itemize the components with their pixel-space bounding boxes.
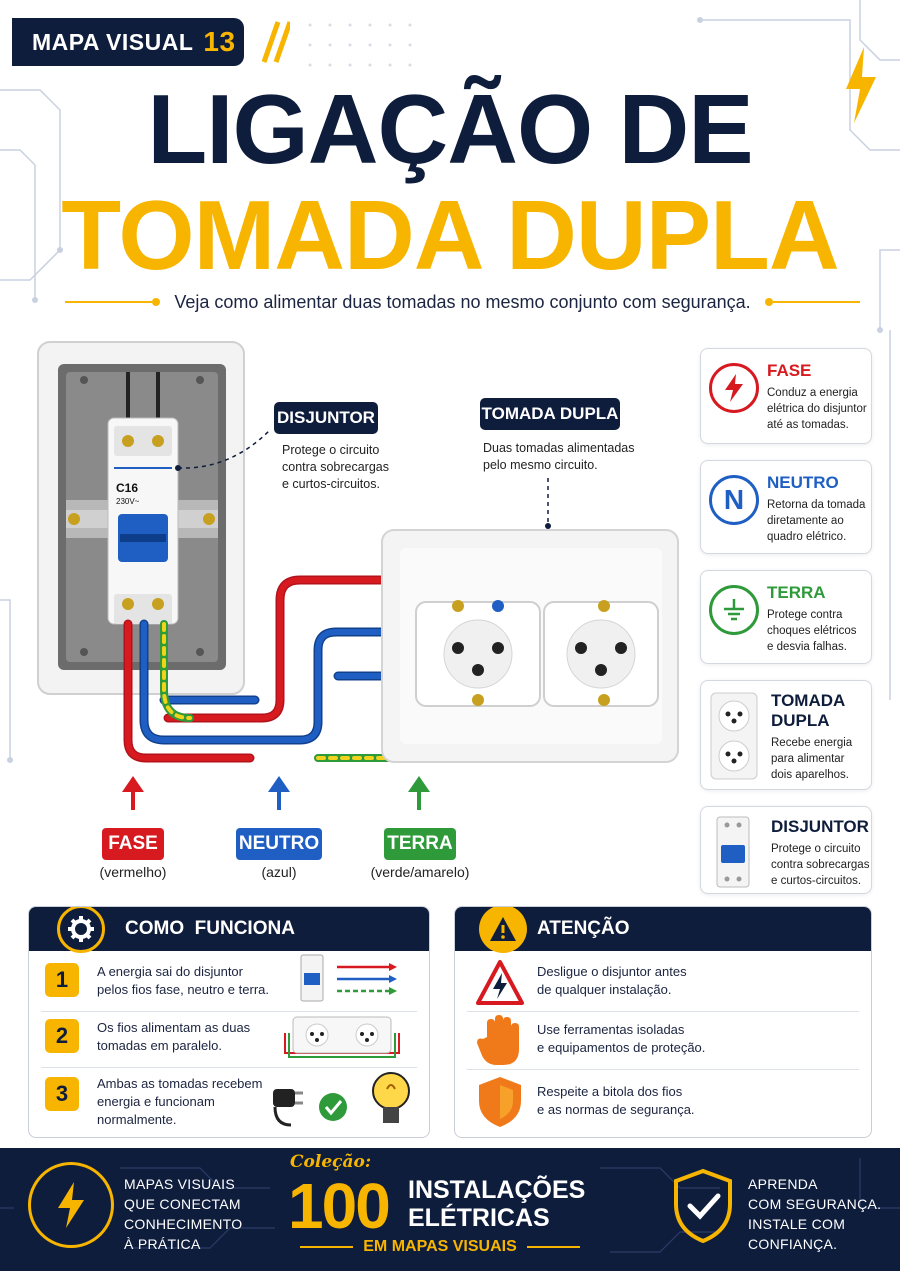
como-funciona-header: COMO FUNCIONA bbox=[29, 907, 429, 953]
atencao-header: ATENÇÃO bbox=[455, 907, 871, 953]
wire-label-fase: FASE bbox=[102, 828, 164, 860]
ground-icon bbox=[709, 585, 759, 635]
plug-check-bulb-icon bbox=[273, 1072, 410, 1127]
disjuntor-callout-text: Protege o circuito contra sobrecargas e … bbox=[282, 443, 390, 491]
footer-colecao: Coleção: bbox=[290, 1152, 372, 1172]
neutral-n-icon: N bbox=[709, 475, 759, 525]
wire-sub-fase: (vermelho) bbox=[99, 864, 167, 880]
breaker-voltage: 230V~ bbox=[116, 497, 140, 506]
mapa-visual-badge: MAPA VISUAL 13 bbox=[12, 18, 244, 66]
wire-label-terra: TERRA bbox=[384, 828, 456, 860]
footer-circuit-decoration bbox=[0, 1158, 900, 1253]
disjuntor-callout-title: DISJUNTOR bbox=[274, 402, 378, 434]
page-title-line1: LIGAÇÃO DE bbox=[147, 74, 753, 184]
breaker-model: C16 bbox=[116, 481, 138, 495]
legend-title: DISJUNTOR bbox=[771, 817, 869, 836]
legend-title: FASE bbox=[767, 361, 812, 380]
como-funciona-panel: COMO FUNCIONA 1 A energia sai do disjunt… bbox=[28, 906, 430, 1138]
breaker-icon bbox=[716, 816, 750, 888]
step-number-1: 1 bbox=[45, 963, 79, 997]
lightning-icon bbox=[709, 363, 759, 413]
footer-shield-check-icon bbox=[674, 1168, 732, 1244]
parallel-sockets-icon bbox=[284, 1016, 400, 1058]
legend-title: NEUTRO bbox=[767, 473, 839, 492]
double-socket-icon bbox=[710, 692, 758, 780]
warning-shock-icon bbox=[476, 960, 524, 1005]
badge-label: MAPA VISUAL bbox=[32, 28, 194, 55]
wiring-diagram: C16 230V~ bbox=[37, 341, 679, 810]
wire-arrows bbox=[122, 776, 430, 810]
como-funciona-title: COMO FUNCIONA bbox=[125, 918, 295, 939]
slash-decoration bbox=[261, 21, 290, 63]
atencao-title: ATENÇÃO bbox=[537, 918, 630, 939]
subtitle-text: Veja como alimentar duas tomadas no mesm… bbox=[174, 291, 751, 312]
shield-icon bbox=[479, 1077, 521, 1127]
wire-sub-terra: (verde/amarelo) bbox=[370, 864, 470, 880]
tomada-callout-text: Duas tomadas alimentadas pelo mesmo circ… bbox=[483, 441, 635, 472]
tomada-callout-title: TOMADA DUPLA bbox=[480, 398, 620, 430]
page-title-line2: TOMADA DUPLA bbox=[61, 180, 839, 290]
footer-subtitle: EM MAPAS VISUAIS bbox=[363, 1238, 517, 1255]
gear-icon bbox=[57, 907, 105, 953]
electrical-panel bbox=[37, 341, 245, 695]
wire-label-neutro: NEUTRO bbox=[236, 828, 322, 860]
footer-big-number: 100 bbox=[288, 1170, 391, 1242]
badge-number: 13 bbox=[203, 26, 236, 57]
double-socket bbox=[381, 529, 679, 763]
step-number-3: 3 bbox=[45, 1077, 79, 1111]
footer-subtitle-row: EM MAPAS VISUAIS bbox=[300, 1238, 580, 1256]
wire-sub-neutro: (azul) bbox=[261, 864, 297, 880]
footer-lightning-icon bbox=[28, 1162, 114, 1248]
warning-icon bbox=[479, 907, 527, 953]
step-number-2: 2 bbox=[45, 1019, 79, 1053]
legend-title: TERRA bbox=[767, 583, 826, 602]
subtitle: Veja como alimentar duas tomadas no mesm… bbox=[65, 290, 860, 314]
lightning-bolt-icon bbox=[846, 47, 876, 123]
glove-icon bbox=[477, 1015, 519, 1065]
breaker-wires-icon bbox=[300, 954, 397, 1002]
